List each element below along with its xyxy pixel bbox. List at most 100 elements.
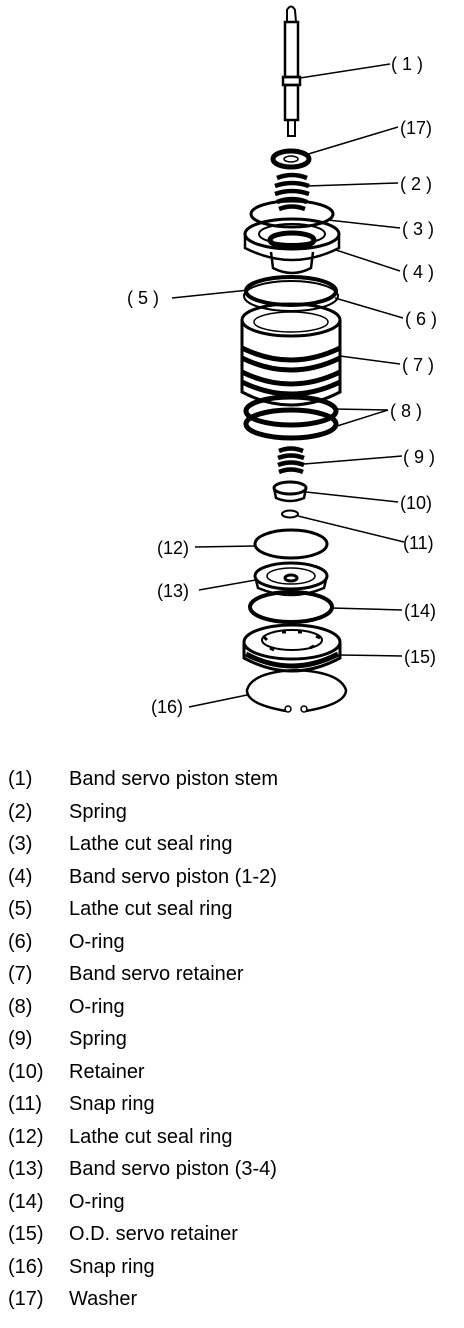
legend-description: Spring <box>69 800 127 823</box>
legend-number: (4) <box>8 865 33 888</box>
legend-description: Band servo piston (1-2) <box>69 865 277 888</box>
leader-2 <box>306 182 399 187</box>
legend-number: (8) <box>8 995 33 1018</box>
legend-row: (12) Lathe cut seal ring <box>0 1121 464 1153</box>
o-rings-pair <box>243 394 339 441</box>
callout-13: (13) <box>157 581 189 601</box>
legend-row: (1) Band servo piston stem <box>0 763 464 795</box>
legend-row: (9) Spring <box>0 1023 464 1055</box>
snap-ring-small <box>281 509 299 519</box>
legend-number: (15) <box>8 1223 44 1245</box>
callout-9: ( 9 ) <box>403 447 435 467</box>
legend-number: (5) <box>8 898 33 920</box>
exploded-view-diagram: ( 1 ) (17) ( 2 ) ( 3 ) ( 4 ) ( 5 ) ( 6 )… <box>127 5 437 717</box>
callout-11: (11) <box>403 533 434 553</box>
lathe-cut-seal-ring-upper <box>249 199 335 229</box>
leader-6 <box>334 297 404 319</box>
leader-17 <box>304 126 399 156</box>
legend-row: (13) Band servo piston (3-4) <box>0 1153 464 1185</box>
o-ring-upper <box>243 280 339 312</box>
snap-ring-large <box>245 668 348 713</box>
legend-row: (15) O.D. servo retainer <box>0 1218 464 1250</box>
legend-description: Snap ring <box>69 1255 155 1278</box>
legend-row: (17) Washer <box>0 1283 464 1315</box>
callout-7: ( 7 ) <box>402 355 434 375</box>
callout-2: ( 2 ) <box>400 174 432 194</box>
legend-row: (2) Spring <box>0 796 464 828</box>
leader-9 <box>303 455 403 465</box>
legend-description: O-ring <box>69 1190 125 1213</box>
band-servo-retainer <box>240 302 342 407</box>
leader-1 <box>299 63 391 79</box>
leader-12 <box>194 545 256 548</box>
legend-row: (11) Snap ring <box>0 1088 464 1120</box>
leader-7 <box>339 355 401 365</box>
callout-1: ( 1 ) <box>391 54 423 74</box>
callout-15: (15) <box>404 647 436 667</box>
leader-5 <box>171 289 250 299</box>
legend-row: (7) Band servo retainer <box>0 958 464 990</box>
legend-number: (3) <box>8 833 33 855</box>
legend-number: (13) <box>8 1158 44 1180</box>
callout-4: ( 4 ) <box>402 262 434 282</box>
leader-11 <box>297 515 405 543</box>
leader-lines <box>171 63 405 708</box>
callout-14: (14) <box>404 601 436 621</box>
callout-16: (16) <box>151 697 183 717</box>
legend-row: (6) O-ring <box>0 926 464 958</box>
spring <box>274 172 310 212</box>
leader-16 <box>188 694 248 708</box>
legend-row: (14) O-ring <box>0 1186 464 1218</box>
band-servo-piston-1-2 <box>243 217 341 275</box>
legend-description: O.D. servo retainer <box>69 1223 238 1245</box>
washer <box>270 148 312 170</box>
callout-8: ( 8 ) <box>390 401 422 421</box>
callout-17: (17) <box>400 118 432 138</box>
legend-row: (4) Band servo piston (1-2) <box>0 861 464 893</box>
legend-row: (8) O-ring <box>0 991 464 1023</box>
legend-description: Band servo piston stem <box>69 768 278 790</box>
legend-number: (14) <box>8 1190 44 1213</box>
lathe-cut-seal-ring-lower <box>253 528 329 560</box>
retainer <box>272 480 308 503</box>
leader-10 <box>305 491 399 503</box>
legend-number: (12) <box>8 1125 44 1148</box>
legend-number: (2) <box>8 800 33 823</box>
legend-description: Lathe cut seal ring <box>69 898 233 920</box>
legend-number: (16) <box>8 1255 44 1278</box>
leader-15 <box>338 654 403 657</box>
o-ring-lower <box>248 590 334 624</box>
od-servo-retainer <box>242 623 342 673</box>
legend-number: (11) <box>8 1093 43 1115</box>
leader-8b <box>333 409 389 428</box>
callout-10: (10) <box>400 493 432 513</box>
spring-lower <box>277 446 305 475</box>
legend-row: (3) Lathe cut seal ring <box>0 828 464 860</box>
legend-number: (10) <box>8 1060 44 1083</box>
piston-stem <box>281 5 302 137</box>
legend-description: Snap ring <box>69 1093 155 1115</box>
leader-14 <box>330 607 403 611</box>
legend-row: (10) Retainer <box>0 1056 464 1088</box>
legend-description: Band servo retainer <box>69 963 244 985</box>
legend-description: Lathe cut seal ring <box>69 833 233 855</box>
legend-row: (16) Snap ring <box>0 1251 464 1283</box>
legend-number: (7) <box>8 963 33 985</box>
legend-description: O-ring <box>69 995 125 1018</box>
legend-description: Lathe cut seal ring <box>69 1125 233 1148</box>
leader-8a <box>333 408 389 411</box>
callout-5: ( 5 ) <box>127 288 159 308</box>
leader-13 <box>198 579 257 591</box>
legend-description: O-ring <box>69 930 125 953</box>
legend-description: Band servo piston (3-4) <box>69 1158 277 1180</box>
legend-description: Retainer <box>69 1060 145 1083</box>
leader-4 <box>335 249 401 272</box>
legend-description: Washer <box>69 1288 138 1310</box>
legend-description: Spring <box>69 1028 127 1050</box>
legend-number: (1) <box>8 768 33 790</box>
legend-number: (9) <box>8 1028 33 1050</box>
band-servo-piston-3-4 <box>253 561 329 597</box>
callout-labels: ( 1 ) (17) ( 2 ) ( 3 ) ( 4 ) ( 5 ) ( 6 )… <box>127 54 437 717</box>
callout-12: (12) <box>157 538 189 558</box>
legend-number: (6) <box>8 930 33 953</box>
